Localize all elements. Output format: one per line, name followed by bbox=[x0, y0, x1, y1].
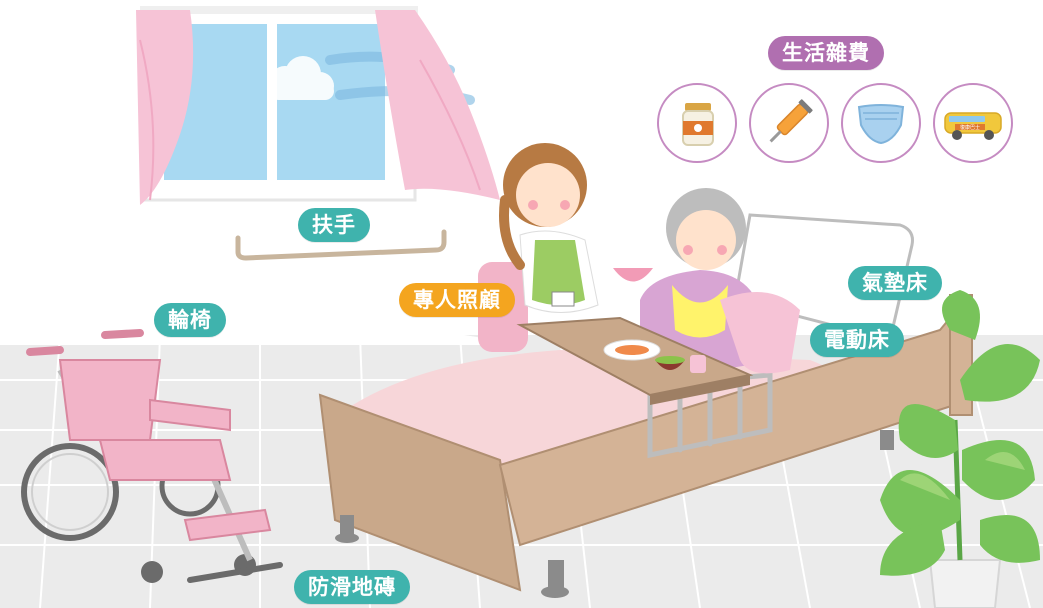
label-caregiver: 專人照顧 bbox=[399, 283, 515, 317]
label-handrail: 扶手 bbox=[298, 208, 370, 242]
label-air-mattress: 氣墊床 bbox=[848, 266, 942, 300]
supplement-jar-icon bbox=[657, 83, 737, 163]
label-living-expenses: 生活雜費 bbox=[768, 36, 884, 70]
rehab-bus-icon: 復康巴士 bbox=[933, 83, 1013, 163]
bus-sign-text: 復康巴士 bbox=[960, 124, 980, 131]
syringe-icon bbox=[749, 83, 829, 163]
label-electric-bed: 電動床 bbox=[810, 323, 904, 357]
label-anti-slip-tiles: 防滑地磚 bbox=[294, 570, 410, 604]
adult-diaper-icon bbox=[841, 83, 921, 163]
label-wheelchair: 輪椅 bbox=[154, 303, 226, 337]
